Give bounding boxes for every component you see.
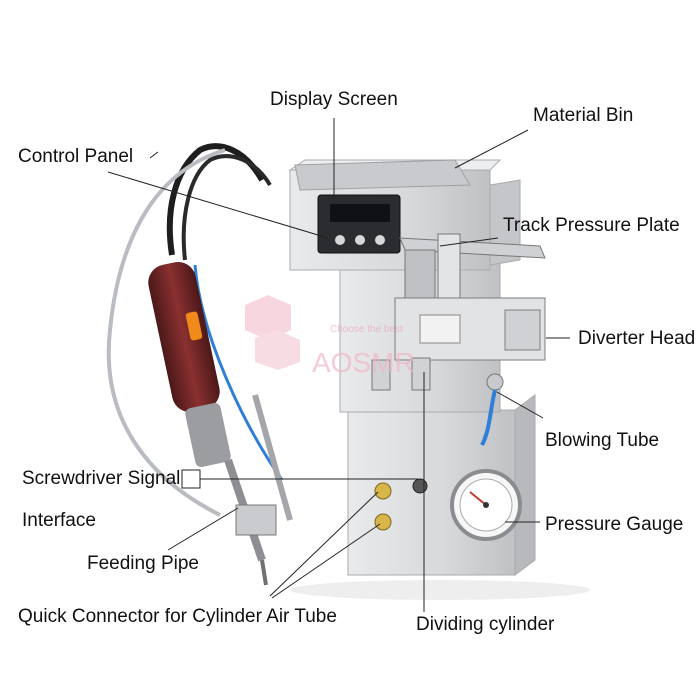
label-diverter-head: Diverter Head — [578, 328, 696, 349]
label-quick-connector: Quick Connector for Cylinder Air Tube — [18, 606, 337, 627]
leader-lines — [107, 118, 570, 612]
label-dividing-cylinder: Dividing cylinder — [416, 614, 555, 635]
label-pressure-gauge: Pressure Gauge — [545, 514, 684, 535]
panel-button-2 — [355, 235, 365, 245]
electric-screwdriver — [148, 261, 293, 586]
watermark-brand: AOSMR — [312, 347, 415, 378]
leader-control-panel — [107, 171, 329, 239]
label-screwdriver-signal-interface: Interface — [22, 510, 96, 531]
label-blowing-tube: Blowing Tube — [545, 430, 660, 451]
leader-control-panel-tick — [149, 151, 159, 159]
leader-quick-connector-1 — [269, 491, 379, 597]
leader-track-pressure-plate — [439, 237, 499, 247]
label-material-bin: Material Bin — [533, 105, 634, 126]
leader-blowing-tube — [496, 391, 544, 419]
label-screwdriver-signal: Screwdriver Signal — [22, 468, 181, 489]
label-control-panel: Control Panel — [18, 146, 134, 167]
panel-button-3 — [375, 235, 385, 245]
watermark-logo — [245, 295, 300, 370]
display-panel — [317, 194, 401, 254]
pressure-gauge-dial — [450, 469, 522, 541]
cylinder-fittings — [371, 357, 504, 391]
label-display-screen: Display Screen — [270, 89, 398, 110]
diverter-head-block — [394, 297, 546, 361]
label-feeding-pipe: Feeding Pipe — [87, 553, 199, 574]
panel-button-1 — [335, 235, 345, 245]
leader-quick-connector-2 — [271, 523, 381, 599]
signal-interface-marker — [181, 469, 201, 489]
watermark-tagline: Choose the best — [330, 324, 403, 335]
floor-shadow — [290, 580, 590, 600]
leader-feeding-pipe — [167, 507, 239, 551]
label-track-pressure-plate: Track Pressure Plate — [503, 215, 680, 236]
track-assembly — [399, 233, 546, 305]
leader-material-bin — [454, 129, 529, 169]
